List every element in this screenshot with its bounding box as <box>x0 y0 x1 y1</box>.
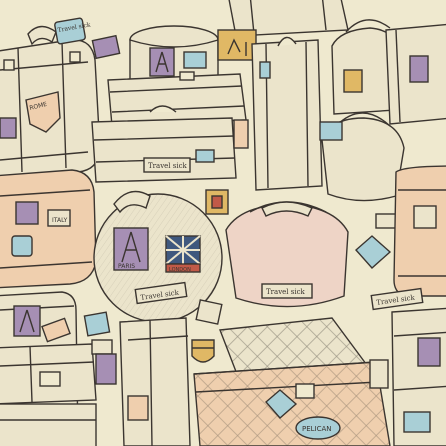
travel-sick-label-hatbox: Travel sick <box>134 281 188 305</box>
travel-sick-tag-top: Travel sick <box>54 17 121 60</box>
palm-tree-icon <box>227 38 247 56</box>
sticker-cluster-center <box>205 189 229 215</box>
suitcase-bottom-right <box>369 307 446 446</box>
open-trunk-bottom: PELICAN <box>193 317 391 446</box>
union-jack-icon <box>165 235 201 265</box>
pelican-sticker: PELICAN <box>295 416 341 440</box>
suitcase-stack-center: Travel sick <box>91 71 247 183</box>
travel-sick-label-stack: Travel sick <box>143 157 191 173</box>
shield-sticker <box>191 299 223 363</box>
suitcase-bottom-left <box>0 291 97 446</box>
suitcase-peach-right <box>393 165 446 297</box>
suitcase-peach-left: ITALY <box>0 169 97 289</box>
rome-sticker: ROME <box>25 91 61 133</box>
paris-sticker: PARIS <box>113 227 149 271</box>
svg-text:PARIS: PARIS <box>118 263 135 270</box>
london-sticker: LONDON <box>165 235 201 273</box>
svg-text:ROME: ROME <box>29 101 48 112</box>
svg-text:PELICAN: PELICAN <box>302 425 332 433</box>
svg-text:ITALY: ITALY <box>52 217 68 224</box>
suitcase-top-left: ROME <box>0 25 101 179</box>
svg-text:Travel sick: Travel sick <box>266 288 306 296</box>
eiffel-tower-icon <box>155 51 169 73</box>
pink-doctor-bag: Travel sick <box>225 201 349 308</box>
suitcase-tall-vertical <box>233 36 323 191</box>
duffel-small-right <box>319 112 405 202</box>
round-hatbox-center: PARIS LONDON Travel sick <box>93 190 223 323</box>
svg-text:Travel sick: Travel sick <box>148 162 188 170</box>
eiffel-tower-icon <box>19 309 35 333</box>
travel-sick-tag-right: Travel sick <box>370 287 424 311</box>
svg-text:LONDON: LONDON <box>169 267 191 273</box>
eiffel-tower-icon <box>121 231 141 263</box>
suitcase-vertical-bottom <box>95 317 191 446</box>
travel-sick-label-bag: Travel sick <box>261 283 313 299</box>
suitcase-right-edge <box>385 23 446 125</box>
diamond-sticker <box>355 213 399 269</box>
trunk-top-right <box>217 0 349 61</box>
